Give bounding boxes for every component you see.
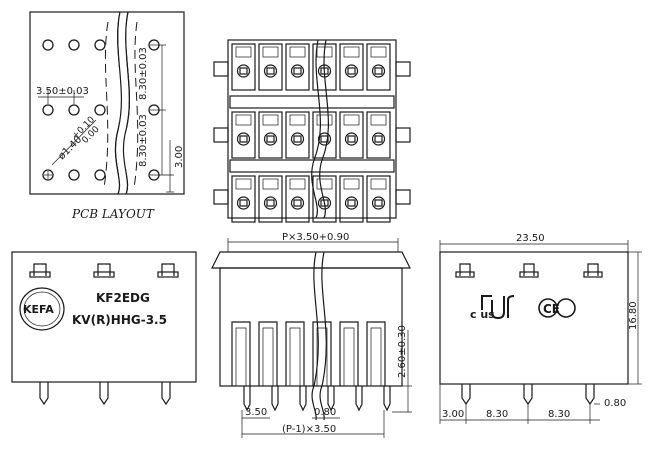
side-pitch-dim: 3.50 — [245, 407, 267, 418]
pcb-hole — [42, 39, 54, 51]
pcb-pitch-dim: 3.50±0.03 — [36, 86, 89, 97]
side-pin — [271, 386, 279, 412]
end-view: 23.50 c us CE 16.80 3. — [439, 233, 642, 424]
pcb-layout-view: 3.50±0.03 ø1.40 +0.10 0.00 8.30±0.03 8.3… — [29, 11, 185, 221]
side-total-pitch-dim: (P-1)×3.50 — [282, 424, 336, 435]
terminal-cell — [258, 111, 283, 159]
terminal-cell — [339, 43, 364, 91]
terminal-cell — [366, 111, 391, 159]
side-slot — [339, 321, 359, 386]
side-pin — [299, 386, 307, 412]
pcb-edge-offset: 3.00 — [174, 146, 185, 168]
side-pin-width-dim: 0.80 — [314, 407, 336, 418]
pcb-outline — [29, 11, 185, 195]
terminal-cell — [285, 43, 310, 91]
pcb-row-pitch-top: 8.30±0.03 — [138, 47, 149, 100]
pcb-caption: PCB LAYOUT — [71, 207, 155, 221]
side-pin — [243, 386, 251, 412]
side-slot — [285, 321, 305, 386]
end-pitch-1: 8.30 — [486, 409, 508, 420]
end-height-dim: 16.80 — [628, 301, 639, 330]
ur-mark — [481, 295, 515, 320]
end-view-body — [439, 251, 629, 385]
front-view: KEFA KF2EDG KV(R)HHG-3.5 — [11, 251, 197, 406]
pcb-hole — [68, 39, 80, 51]
top-view — [213, 39, 411, 223]
pcb-hole — [94, 39, 106, 51]
terminal-cell — [231, 43, 256, 91]
end-offset-dim: 3.00 — [442, 409, 464, 420]
side-slot — [258, 321, 278, 386]
pcb-hole — [94, 104, 106, 116]
terminal-cell — [366, 175, 391, 223]
side-slot — [312, 321, 332, 386]
end-pitch-2: 8.30 — [548, 409, 570, 420]
terminal-cell — [285, 175, 310, 223]
terminal-cell — [285, 111, 310, 159]
pcb-hole — [94, 169, 106, 181]
pcb-hole — [68, 169, 80, 181]
side-pin — [327, 386, 335, 412]
terminal-cell — [258, 175, 283, 223]
front-view-body — [11, 251, 197, 383]
terminal-cell — [339, 111, 364, 159]
pcb-hole — [42, 104, 54, 116]
side-view: P×3.50+0.90 2.60±0.30 3.50 0.80 (P-1)×3.… — [211, 232, 412, 438]
side-pin — [383, 386, 391, 412]
terminal-cell — [231, 175, 256, 223]
terminal-cell — [258, 43, 283, 91]
kefa-logo — [19, 287, 65, 331]
cert-ul: c us — [470, 308, 495, 321]
end-length-dim: 23.50 — [516, 233, 545, 244]
cert-ce: CE — [543, 302, 560, 316]
model-line-2: KV(R)HHG-3.5 — [72, 313, 167, 327]
side-slot — [231, 321, 251, 386]
end-pin-dim: 0.80 — [604, 398, 626, 409]
side-pin — [355, 386, 363, 412]
side-view-body — [219, 267, 403, 387]
side-pin-length-dim: 2.60±0.30 — [397, 325, 408, 378]
kefa-logo-text: KEFA — [23, 303, 54, 316]
terminal-cell — [312, 175, 337, 223]
terminal-cell — [231, 111, 256, 159]
terminal-cell — [366, 43, 391, 91]
model-line-1: KF2EDG — [96, 291, 150, 305]
side-width-dim: P×3.50+0.90 — [282, 232, 349, 243]
top-view-outline — [227, 39, 397, 219]
pcb-row-pitch-bottom: 8.30±0.03 — [138, 114, 149, 167]
pcb-hole — [68, 104, 80, 116]
side-slot — [366, 321, 386, 386]
terminal-cell — [339, 175, 364, 223]
terminal-cell — [312, 111, 337, 159]
